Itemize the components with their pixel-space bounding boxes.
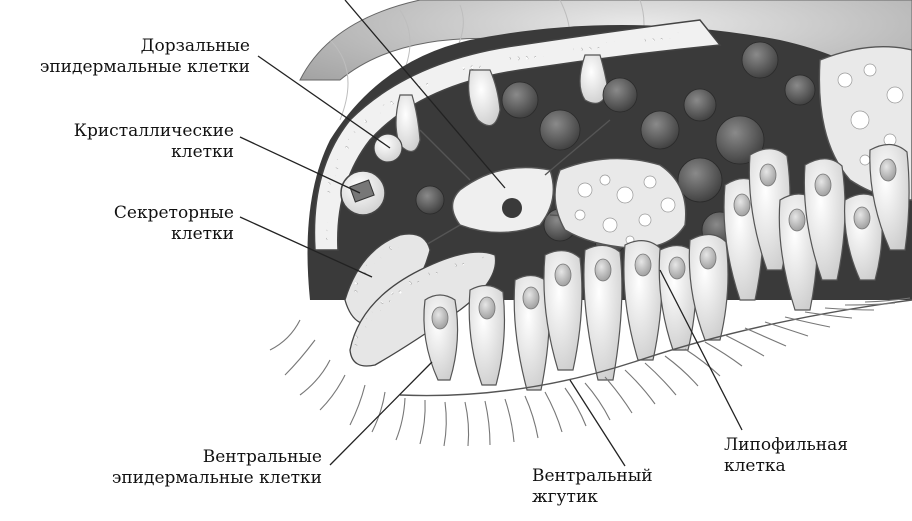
label-secretory-cells: Секреторные клетки [40, 203, 234, 245]
label-crystal-cells: Кристаллические клетки [40, 121, 234, 163]
fibre-cell-nucleus [502, 198, 522, 218]
label-dorsal-epidermal-cells: Дорзальные эпидермальные клетки [0, 36, 250, 78]
label-ventral-flagellum: Вентральный жгутик [532, 466, 692, 508]
leader-line-ventral-flagellum [570, 380, 625, 466]
leader-line-ventral-epidermal [330, 362, 432, 465]
label-ventral-epidermal-cells: Вентральные эпидермальные клетки [0, 447, 322, 489]
label-lipophilic-cell: Липофильная клетка [724, 435, 904, 477]
